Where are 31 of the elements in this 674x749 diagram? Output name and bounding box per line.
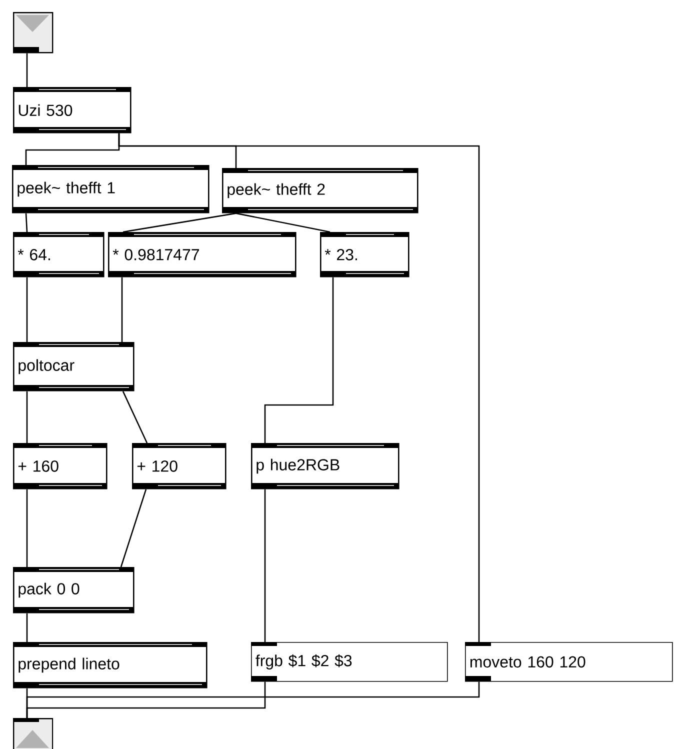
patch-cord <box>26 277 28 342</box>
patch-cord <box>236 212 330 233</box>
object-box: * 23. <box>320 232 410 278</box>
object-box: prepend lineto <box>13 642 208 688</box>
patch-cord <box>118 133 480 642</box>
patch-cord <box>26 682 480 718</box>
patch-cord <box>26 53 28 87</box>
message-box: frgb $1 $2 $3 <box>251 642 448 682</box>
object-box: Uzi 530 <box>13 87 132 134</box>
patch-cord <box>26 391 28 443</box>
object-box: pack 0 0 <box>13 567 134 614</box>
patch-cord <box>264 277 334 443</box>
patch-cord <box>264 489 266 642</box>
patch-cord <box>26 489 28 567</box>
inlet-box <box>13 12 54 54</box>
object-box: p hue2RGB <box>251 443 400 490</box>
patch-cord <box>120 489 147 568</box>
object-box: + 160 <box>13 443 108 490</box>
outlet-box <box>13 718 54 749</box>
object-box: * 64. <box>13 232 104 278</box>
object-box: peek~ thefft 1 <box>12 165 210 214</box>
object-box: + 120 <box>132 443 226 490</box>
patch-cord <box>26 613 28 642</box>
patch-cord <box>122 391 148 444</box>
object-box: * 0.9817477 <box>108 232 296 278</box>
message-box: moveto 160 120 <box>465 642 673 682</box>
patch-cord <box>121 277 123 342</box>
patch-cord <box>25 213 28 232</box>
object-box: peek~ thefft 2 <box>222 168 418 214</box>
patch-cord <box>122 212 236 233</box>
object-box: poltocar <box>13 342 134 392</box>
